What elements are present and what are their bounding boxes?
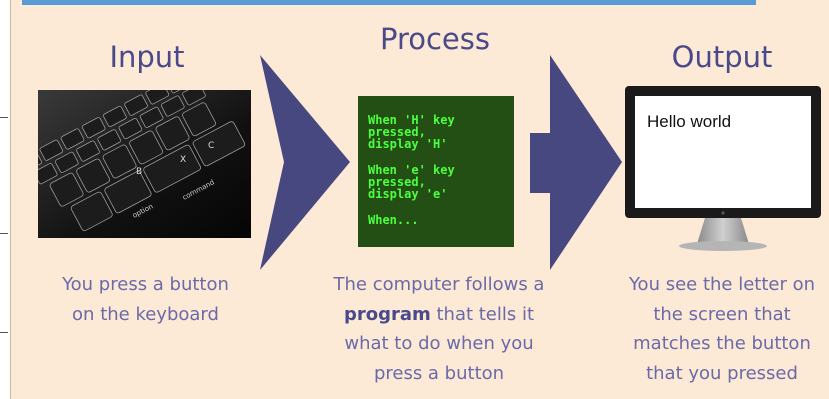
caption-line: The computer follows a xyxy=(333,274,545,295)
monitor-screen-text: Hello world xyxy=(647,112,732,131)
program-code-panel: When 'H' key pressed, display 'H' When '… xyxy=(358,96,514,247)
left-edge-tick xyxy=(0,332,8,333)
caption-line: program that tells it xyxy=(312,300,566,330)
input-caption: You press a button on the keyboard xyxy=(38,270,253,329)
caption-line: You see the letter on xyxy=(628,274,816,295)
arrow-process-to-output xyxy=(530,55,622,270)
program-keyword: program xyxy=(343,303,431,325)
caption-line: You press a button xyxy=(62,274,229,295)
monitor-icon xyxy=(625,86,821,251)
caption-line: matches the button xyxy=(633,333,811,354)
output-heading: Output xyxy=(671,40,773,74)
caption-text: that tells it xyxy=(430,303,535,325)
output-caption: You see the letter on the screen that ma… xyxy=(616,270,828,388)
caption-line: the screen that xyxy=(653,303,791,325)
keyboard-image: B X C option command xyxy=(38,90,251,238)
caption-line: that you pressed xyxy=(646,362,798,384)
left-edge-tick xyxy=(0,117,8,118)
process-heading: Process xyxy=(379,22,490,56)
arrow-input-to-process xyxy=(260,55,350,270)
code-line-h: When 'H' key pressed, display 'H' xyxy=(368,113,455,151)
code-line-more: When... xyxy=(368,213,419,227)
key-label: B xyxy=(136,167,142,177)
caption-line: what to do when you xyxy=(344,333,534,354)
caption-line: on the keyboard xyxy=(72,303,219,325)
process-caption: The computer follows a program that tell… xyxy=(312,270,566,388)
key-label: C xyxy=(208,141,214,151)
top-accent-bar xyxy=(22,0,756,5)
code-line-e: When 'e' key pressed, display 'e' xyxy=(368,163,455,201)
left-edge-tick xyxy=(0,233,8,234)
key-label: X xyxy=(180,155,186,165)
caption-line: press a button xyxy=(373,362,505,384)
input-heading: Input xyxy=(109,40,185,74)
